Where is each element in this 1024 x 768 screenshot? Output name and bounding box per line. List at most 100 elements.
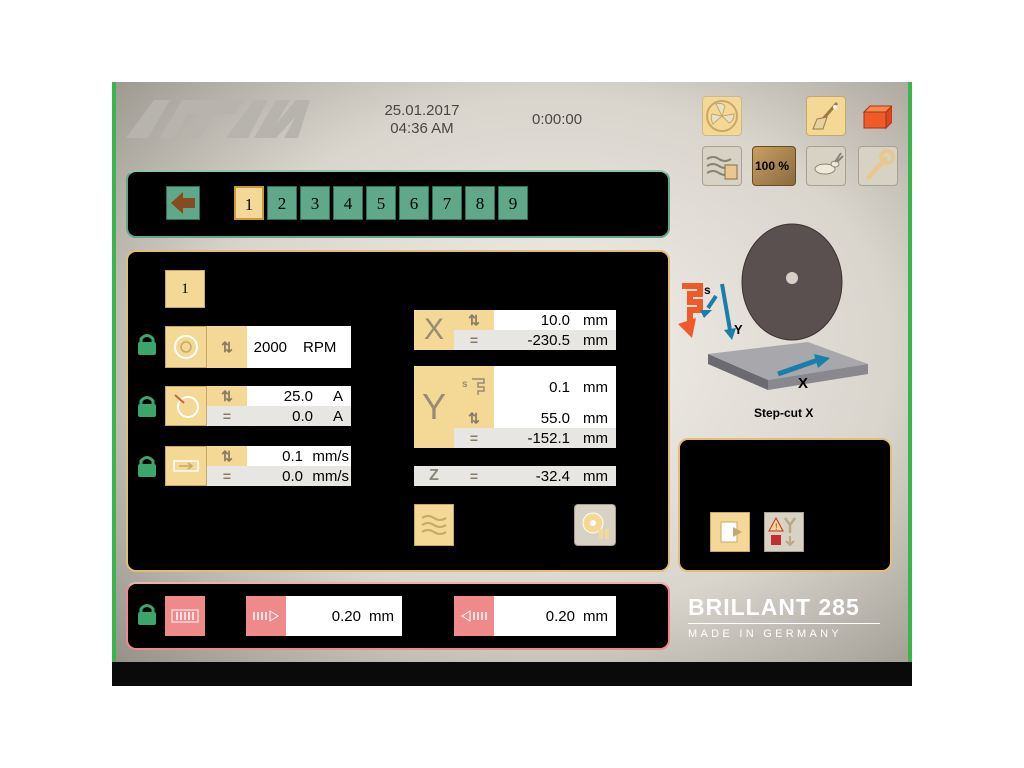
y-unit: mm [583, 409, 608, 427]
blade-pause-icon [582, 512, 609, 539]
warning-y-icon: ! [768, 516, 797, 547]
reverse-distance-value: 0.20 [545, 607, 575, 625]
step-button-4[interactable]: 4 [333, 186, 363, 220]
step-button-5[interactable]: 5 [366, 186, 396, 220]
step-size-icon-glyph: s [462, 378, 485, 395]
y-set-field[interactable]: 55.0 mm [494, 408, 616, 428]
process-timer: 0:00:00 [532, 111, 583, 128]
set-arrows-icon: ⇅ [207, 326, 247, 368]
fan-button[interactable] [702, 96, 742, 136]
date-text: 25.01.2017 [384, 102, 460, 119]
current-icon-button[interactable] [165, 386, 207, 426]
set-arrows-icon: ⇅ [207, 386, 247, 406]
reverse-distance-field[interactable]: 0.20 mm [494, 596, 616, 636]
y-actual-field: -152.1 mm [494, 428, 616, 448]
lock-icon[interactable] [136, 332, 158, 356]
z-unit: mm [583, 467, 608, 485]
x-unit: mm [583, 311, 608, 329]
right-green-bar [908, 82, 912, 662]
y-unit: mm [583, 429, 608, 447]
spindle-speed-icon-button[interactable] [165, 326, 207, 368]
y-set-value: 55.0 [540, 409, 570, 427]
step-button-8[interactable]: 8 [465, 186, 495, 220]
z-actual-value: -32.4 [535, 467, 570, 485]
current-actual-field: 0.0 A [247, 406, 351, 426]
forward-distance-field[interactable]: 0.20 mm [286, 596, 402, 636]
reverse-distance-unit: mm [583, 607, 608, 625]
clean-brush-button[interactable] [806, 96, 846, 136]
machine-status-button[interactable] [860, 102, 894, 132]
brand-block: BRILLANT 285 MADE IN GERMANY [688, 594, 888, 640]
speed-value: 2000 [253, 338, 288, 356]
atm-logo [126, 100, 310, 138]
brake-forward-button[interactable] [246, 596, 286, 636]
forward-distance-value: 0.20 [331, 607, 361, 625]
svg-text:s: s [462, 379, 468, 390]
spindle-icon [174, 335, 198, 359]
set-arrows-icon: ⇅ [454, 408, 494, 428]
step-button-1[interactable]: 1 [234, 186, 264, 220]
step-button-2[interactable]: 2 [267, 186, 297, 220]
blade-pause-button[interactable] [574, 504, 616, 546]
brake-panel: 0.20 mm 0.20 mm [126, 582, 670, 650]
z-axis-label: Z [414, 466, 454, 486]
settings-wrench-button[interactable] [858, 146, 898, 186]
step-button-6[interactable]: 6 [399, 186, 429, 220]
made-in-text: MADE IN GERMANY [688, 628, 843, 640]
status-strip [112, 662, 912, 686]
zoom-button[interactable]: 100 % [752, 146, 796, 186]
wrench-icon [866, 149, 895, 180]
oscillation-waves-icon [421, 515, 447, 535]
feed-arrow-icon [173, 460, 199, 472]
step-button-9[interactable]: 9 [498, 186, 528, 220]
rabbit-icon [814, 152, 844, 175]
actual-equals-icon: = [207, 406, 247, 426]
lock-icon[interactable] [136, 602, 158, 626]
arrow-left-icon [171, 192, 195, 214]
speed-field[interactable]: 2000 RPM [247, 326, 351, 368]
x-set-field[interactable]: 10.0 mm [494, 310, 616, 330]
feed-set-field[interactable]: 0.1 mm/s [247, 446, 351, 466]
lock-icon[interactable] [136, 454, 158, 478]
current-set-value: 25.0 [283, 387, 313, 405]
feed-icon-button[interactable] [165, 446, 207, 486]
left-green-bar [112, 82, 116, 662]
y-reference-warning-button[interactable]: ! [764, 512, 804, 552]
diagram-s-label: s [704, 283, 711, 297]
x-actual-value: -230.5 [527, 331, 570, 349]
x-axis-label: X [414, 310, 454, 350]
rabbit-speed-button[interactable] [806, 146, 846, 186]
y-axis-label: Y [414, 366, 454, 448]
coolant-button[interactable] [702, 146, 742, 186]
machine-screen: 25.01.2017 04:36 AM 0:00:00 100 [112, 82, 912, 686]
step-button-7[interactable]: 7 [432, 186, 462, 220]
y-actual-value: -152.1 [527, 429, 570, 447]
current-unit: A [332, 387, 343, 405]
export-button[interactable] [710, 512, 750, 552]
feed-unit: mm/s [312, 467, 349, 485]
step-size-icon: s [454, 366, 494, 408]
brake-mode-button[interactable] [165, 596, 205, 636]
back-button[interactable] [166, 186, 200, 220]
feed-unit: mm/s [312, 447, 349, 465]
lock-icon[interactable] [136, 394, 158, 418]
export-icon [720, 521, 742, 543]
step-button-3[interactable]: 3 [300, 186, 330, 220]
feed-actual-value: 0.0 [282, 467, 303, 485]
current-set-field[interactable]: 25.0 A [247, 386, 351, 406]
forward-distance-unit: mm [369, 607, 394, 625]
y-unit: mm [583, 378, 608, 396]
diagram-y-label: Y [734, 322, 743, 337]
time-text: 04:36 AM [390, 120, 454, 137]
coolant-waves-icon [706, 156, 738, 180]
program-panel: 1 ⇅ 2000 RPM ⇅ = [126, 250, 670, 572]
cut-mode-label: Step-cut X [754, 406, 813, 420]
actual-equals-icon: = [454, 466, 494, 486]
step-indicator: 1 [165, 270, 205, 308]
oscillation-button[interactable] [414, 504, 454, 546]
brake-reverse-button[interactable] [454, 596, 494, 636]
blade-current-icon [174, 394, 199, 418]
current-actual-value: 0.0 [292, 407, 313, 425]
y-step-field[interactable]: 0.1 mm [494, 366, 616, 408]
feed-actual-field: 0.0 mm/s [247, 466, 351, 486]
